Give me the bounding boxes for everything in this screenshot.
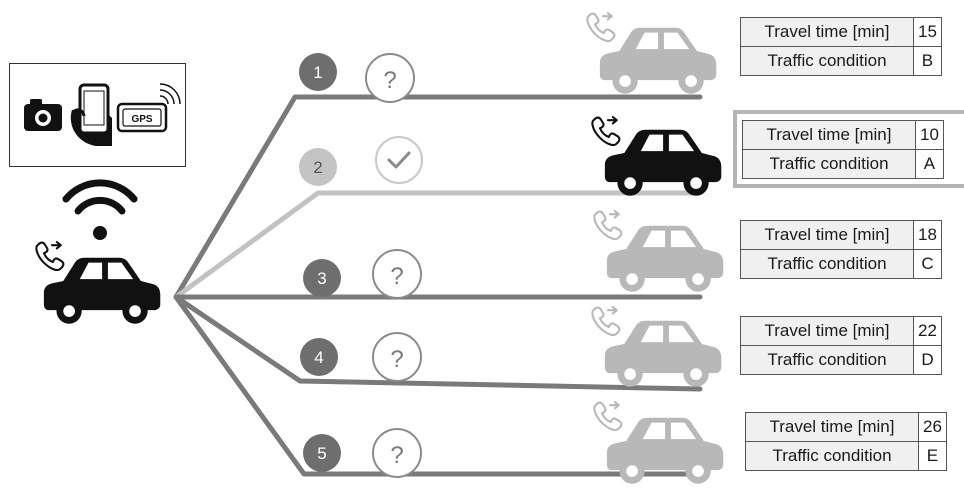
route-badge-2: 2 — [299, 148, 337, 186]
traffic-condition-label: Traffic condition — [742, 149, 916, 179]
svg-text:?: ? — [390, 263, 403, 290]
table-row: Traffic condition C — [740, 249, 942, 279]
svg-text:1: 1 — [313, 63, 322, 82]
phone-icon — [35, 240, 65, 272]
traffic-condition-value: A — [915, 149, 944, 179]
table-row: Travel time [min] 10 — [742, 120, 944, 150]
travel-time-label: Travel time [min] — [745, 412, 919, 442]
table-row: Traffic condition D — [740, 345, 942, 375]
route-line-2 — [173, 190, 703, 300]
route-badge-3: 3 — [303, 259, 341, 297]
traffic-condition-value: D — [913, 345, 942, 375]
route-badge-1: 1 — [299, 53, 337, 91]
route-info-table-2: Travel time [min] 10 Traffic condition A — [742, 120, 944, 179]
travel-time-value: 15 — [913, 17, 942, 47]
route-info-table-5: Travel time [min] 26 Traffic condition E — [745, 412, 947, 471]
traffic-condition-label: Traffic condition — [740, 345, 914, 375]
travel-time-value: 18 — [913, 220, 942, 250]
table-row: Traffic condition E — [745, 441, 947, 471]
table-row: Traffic condition A — [742, 149, 944, 179]
data-sources-box — [9, 63, 186, 167]
question-mark-icon: ? — [365, 53, 415, 103]
route-car-1 — [586, 11, 717, 94]
route-info-table-1: Travel time [min] 15 Traffic condition B — [740, 17, 942, 76]
question-mark-icon: ? — [372, 249, 422, 299]
travel-time-label: Travel time [min] — [740, 316, 914, 346]
route-line-4 — [173, 294, 703, 392]
route-car-3 — [593, 209, 724, 292]
traffic-condition-value: E — [918, 441, 947, 471]
traffic-condition-label: Traffic condition — [745, 441, 919, 471]
svg-text:4: 4 — [314, 348, 323, 367]
table-row: Traffic condition B — [740, 46, 942, 76]
traffic-condition-value: B — [913, 46, 942, 76]
selected-route-highlight — [733, 110, 964, 188]
traffic-condition-label: Traffic condition — [740, 249, 914, 279]
route-info-table-4: Travel time [min] 22 Traffic condition D — [740, 316, 942, 375]
wifi-icon — [62, 179, 138, 240]
route-line-1 — [173, 94, 703, 300]
table-row: Travel time [min] 15 — [740, 17, 942, 47]
traffic-condition-value: C — [913, 249, 942, 279]
table-row: Travel time [min] 18 — [740, 220, 942, 250]
route-badge-4: 4 — [300, 338, 338, 376]
svg-text:5: 5 — [317, 444, 326, 463]
route-info-table-3: Travel time [min] 18 Traffic condition C — [740, 220, 942, 279]
table-row: Travel time [min] 22 — [740, 316, 942, 346]
travel-time-value: 10 — [915, 120, 944, 150]
route-line-5 — [173, 294, 709, 477]
travel-time-value: 22 — [913, 316, 942, 346]
travel-time-value: 26 — [918, 412, 947, 442]
svg-text:?: ? — [383, 67, 396, 94]
travel-time-label: Travel time [min] — [742, 120, 916, 150]
check-mark-icon — [375, 136, 423, 184]
route-car-4 — [591, 305, 722, 387]
travel-time-label: Travel time [min] — [740, 220, 914, 250]
svg-text:?: ? — [390, 442, 403, 469]
route-lines — [173, 94, 709, 477]
question-mark-icon: ? — [372, 332, 422, 382]
svg-text:2: 2 — [313, 158, 322, 177]
route-car-2 — [591, 115, 722, 196]
table-row: Travel time [min] 26 — [745, 412, 947, 442]
route-car-5 — [593, 400, 724, 484]
travel-time-label: Travel time [min] — [740, 17, 914, 47]
route-badge-5: 5 — [303, 434, 341, 472]
question-mark-icon: ? — [372, 428, 422, 478]
svg-text:?: ? — [390, 346, 403, 373]
svg-text:3: 3 — [317, 269, 326, 288]
traffic-condition-label: Traffic condition — [740, 46, 914, 76]
